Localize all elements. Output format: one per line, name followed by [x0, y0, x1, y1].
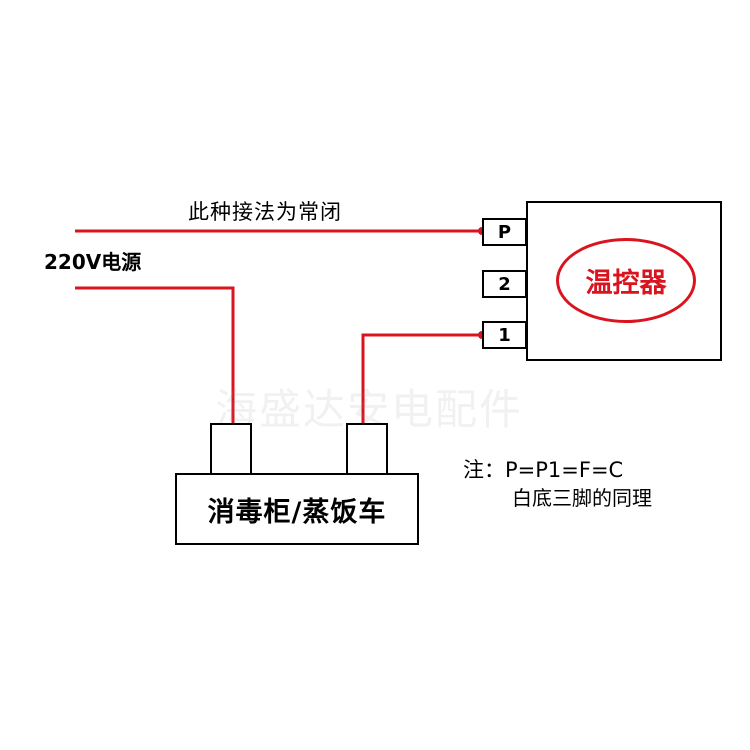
pin-1: 1 [482, 321, 527, 349]
pin-p-label: P [497, 221, 512, 243]
thermostat-box: 温控器 [526, 201, 722, 361]
device-box: 消毒柜/蒸饭车 [175, 473, 419, 545]
pin-2: 2 [482, 270, 527, 298]
pin-1-label: 1 [498, 324, 511, 346]
device-label: 消毒柜/蒸饭车 [207, 496, 387, 528]
pin-p: P [482, 218, 527, 246]
wire-pin1-to-plug-right [361, 333, 482, 423]
pin-2-label: 2 [498, 273, 511, 295]
note-line-1: 注：P=P1=F=C [463, 458, 624, 482]
plug-left [210, 423, 252, 475]
plug-right [346, 423, 388, 475]
note-line-2: 白底三脚的同理 [512, 486, 652, 510]
wiring-note: 此种接法为常闭 [188, 200, 342, 224]
power-source-label: 220V电源 [44, 250, 142, 274]
thermostat-label: 温控器 [585, 268, 667, 299]
wire-power-to-plug-left [75, 286, 235, 423]
thermostat-ellipse: 温控器 [556, 238, 696, 323]
